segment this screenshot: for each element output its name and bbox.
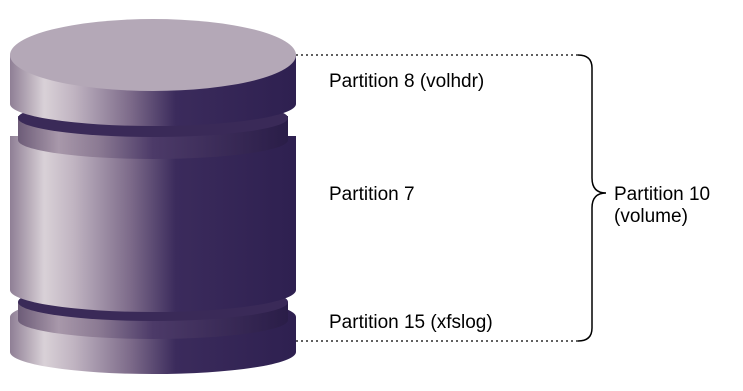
partition-10-label: Partition 10 bbox=[614, 184, 710, 205]
partition-7-label: Partition 7 bbox=[329, 184, 415, 205]
cylinder-middle-segment bbox=[10, 136, 296, 312]
cylinder-top-segment bbox=[10, 19, 296, 126]
volume-label: (volume) bbox=[614, 206, 688, 227]
partition-8-label: Partition 8 (volhdr) bbox=[329, 71, 484, 92]
cylinder-top-face bbox=[10, 19, 296, 91]
volume-brace bbox=[577, 54, 607, 342]
partition-15-label: Partition 15 (xfslog) bbox=[329, 312, 493, 333]
